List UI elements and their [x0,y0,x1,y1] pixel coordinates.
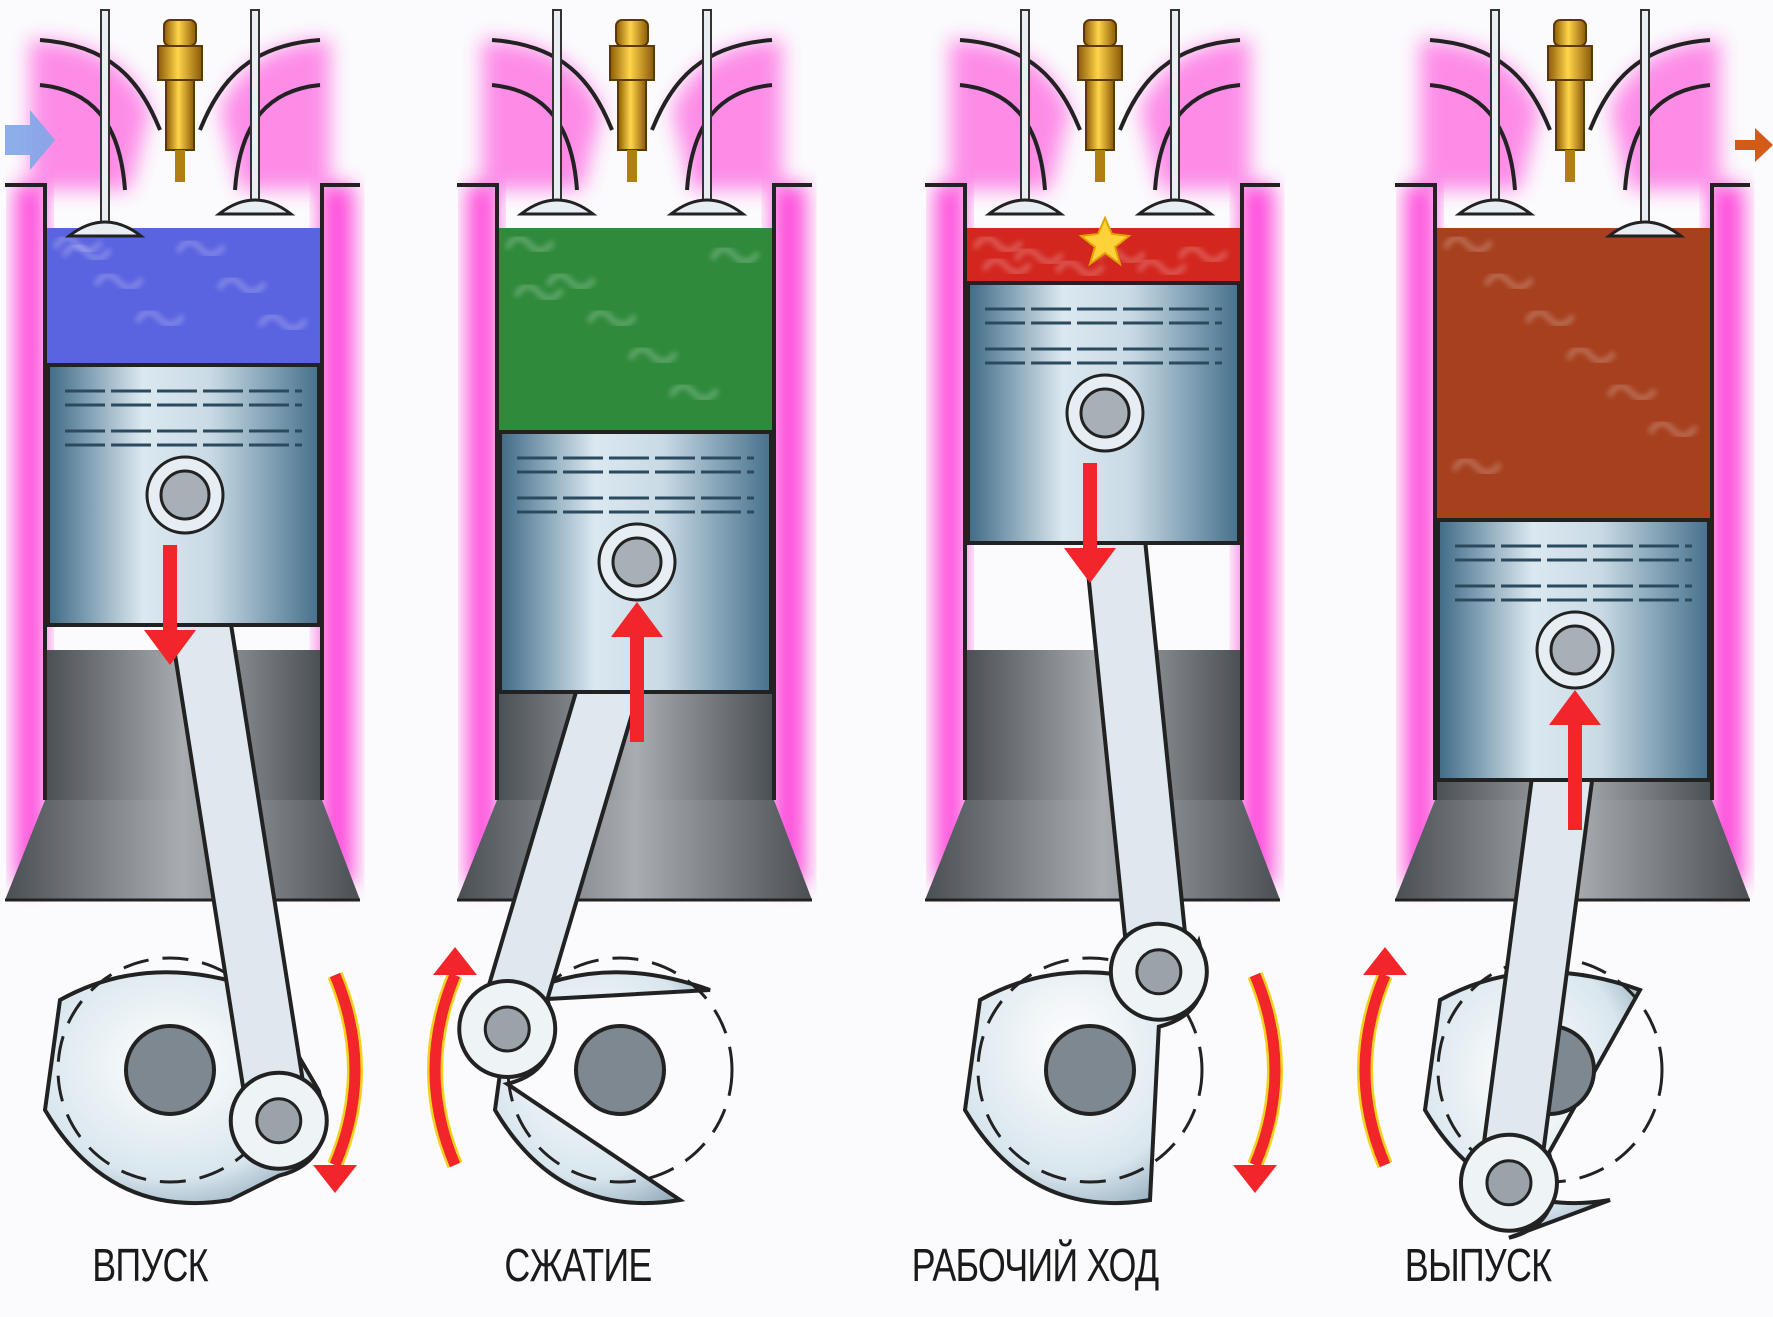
cylinder-wall-glow [1710,185,1744,885]
spark-plug-thread [1086,80,1114,150]
intake-valve-head [1459,200,1531,214]
exhaust-flow-arrow-icon [1735,128,1773,162]
spark-plug-tip [1565,150,1575,182]
cylinder-wall-glow [467,185,497,885]
spark-plug-cap [616,20,648,46]
arrow-down-icon [313,1165,357,1193]
arrow-down-icon [1233,1165,1277,1193]
stroke-unit-exhaust [1363,10,1773,1238]
cylinder-wall-glow [320,185,354,885]
spark-plug-tip [627,150,637,182]
exhaust-valve-head [671,200,743,214]
intake-valve-stem [101,10,109,222]
spark-plug-tip [175,150,185,182]
crankshaft-main-journal [126,1026,214,1114]
spark-plug-thread [166,80,194,150]
intake-valve-head [69,222,141,236]
exhaust-valve-head [1609,222,1681,236]
intake-valve-stem [553,10,561,200]
spark-plug-thread [1556,80,1584,150]
intake-valve-head [989,200,1061,214]
piston-pin [1081,389,1129,437]
stroke-unit-compression [433,10,812,1203]
exhaust-valve-stem [1171,10,1179,200]
cylinder-wall-glow [1405,185,1435,885]
exhaust-valve-stem [703,10,711,200]
cylinder-wall-glow [772,185,806,885]
stroke-label-intake: ВПУСК [0,1238,322,1292]
arrow-up-icon [1363,947,1407,975]
crankcase-skirt [925,800,1280,900]
arrow-up-icon [433,947,477,975]
exhaust-valve-stem [251,10,259,200]
spark-plug-body [1548,46,1592,80]
intake-valve-stem [1491,10,1499,200]
crank-pin [1487,1161,1531,1205]
exhaust-valve-head [219,200,291,214]
spark-plug-cap [1554,20,1586,46]
head-glow [482,40,602,190]
exhaust-valve-stem [1641,10,1649,222]
combustion-chamber-exhaust [1435,228,1712,520]
spark-plug-body [1078,46,1122,80]
stroke-label-compression: СЖАТИЕ [406,1238,749,1292]
head-glow [1420,40,1540,190]
combustion-chamber-compression [497,228,774,432]
spark-plug-tip [1095,150,1105,182]
stroke-label-exhaust: ВЫПУСК [1306,1238,1649,1292]
crank-pin [485,1007,529,1051]
crankshaft-main-journal [576,1026,664,1114]
cylinder-wall-glow [15,185,45,885]
spark-plug-cap [1084,20,1116,46]
piston-pin [613,538,661,586]
spark-plug-cap [164,20,196,46]
intake-valve-stem [1021,10,1029,200]
crankcase-skirt [5,800,360,900]
piston-pin [161,471,209,519]
stroke-label-power: РАБОЧИЙ ХОД [863,1238,1206,1292]
crank-pin [257,1099,301,1143]
crankcase-skirt [457,800,812,900]
exhaust-valve-head [1139,200,1211,214]
stroke-unit-intake [5,10,360,1203]
crank-pin [1137,950,1181,994]
spark-plug-body [610,46,654,80]
intake-valve-head [521,200,593,214]
crankshaft-main-journal [1046,1026,1134,1114]
head-glow [30,40,150,190]
spark-plug-body [158,46,202,80]
stroke-unit-ignition [925,10,1280,1203]
head-glow [950,40,1070,190]
cylinder-wall-glow [935,185,965,885]
piston-pin [1551,626,1599,674]
spark-plug-thread [618,80,646,150]
cylinder-wall-glow [1240,185,1274,885]
